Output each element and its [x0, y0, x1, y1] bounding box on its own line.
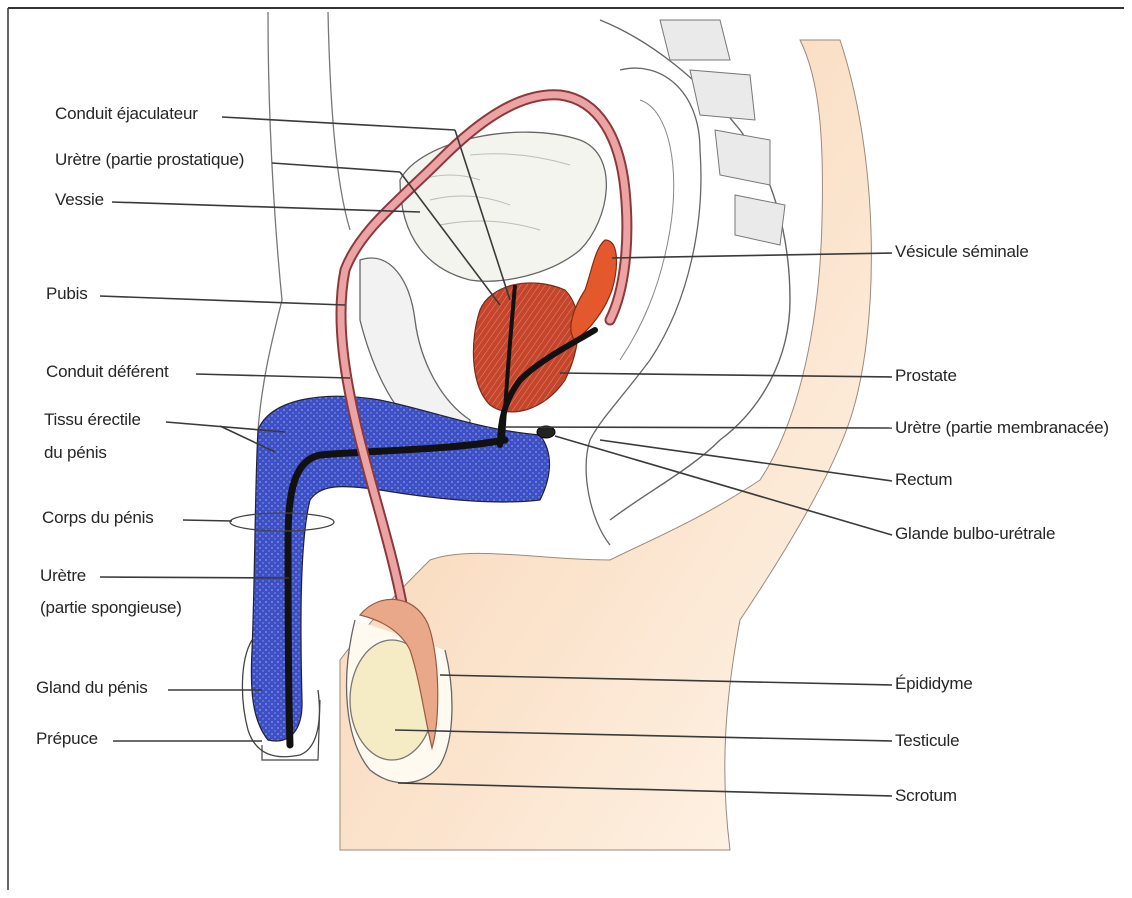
leader-vessie — [112, 202, 420, 212]
leader-conduit-ejaculateur — [222, 117, 455, 130]
leader-conduit-deferent — [196, 374, 350, 378]
label-conduit-deferent: Conduit déférent — [46, 362, 169, 382]
label-testicule: Testicule — [895, 731, 959, 751]
label-tissu-erectile: Tissu érectile — [44, 410, 141, 430]
leader-pubis — [100, 296, 345, 305]
label-rectum: Rectum — [895, 470, 952, 490]
label-vesicule-seminale: Vésicule séminale — [895, 242, 1029, 262]
leader-corps-penis — [183, 520, 232, 521]
leader-uretre-membranacee — [505, 427, 892, 428]
label-epididyme: Épididyme — [895, 674, 973, 694]
label-tissu-erectile-line2: du pénis — [44, 443, 107, 463]
label-prostate: Prostate — [895, 366, 957, 386]
label-pubis: Pubis — [46, 284, 88, 304]
label-scrotum: Scrotum — [895, 786, 957, 806]
label-corps-penis: Corps du pénis — [42, 508, 154, 528]
bladder — [400, 132, 606, 281]
leader-rectum — [600, 440, 892, 481]
label-uretre-membranacee: Urètre (partie membranacée) — [895, 418, 1109, 438]
leader-uretre-spongieuse — [100, 577, 289, 578]
label-gland-penis: Gland du pénis — [36, 678, 148, 698]
leader-uretre-prostatique — [272, 163, 400, 172]
label-uretre-spongieuse-line2: (partie spongieuse) — [40, 598, 182, 618]
label-vessie: Vessie — [55, 190, 104, 210]
label-glande-bulbo: Glande bulbo-urétrale — [895, 524, 1055, 544]
label-conduit-ejaculateur: Conduit éjaculateur — [55, 104, 198, 124]
abdominal-wall-outline — [258, 12, 350, 430]
vertebrae — [660, 20, 785, 245]
label-uretre-prostatique: Urètre (partie prostatique) — [55, 150, 244, 170]
label-prepuce: Prépuce — [36, 729, 98, 749]
label-uretre-spongieuse: Urètre — [40, 566, 86, 586]
